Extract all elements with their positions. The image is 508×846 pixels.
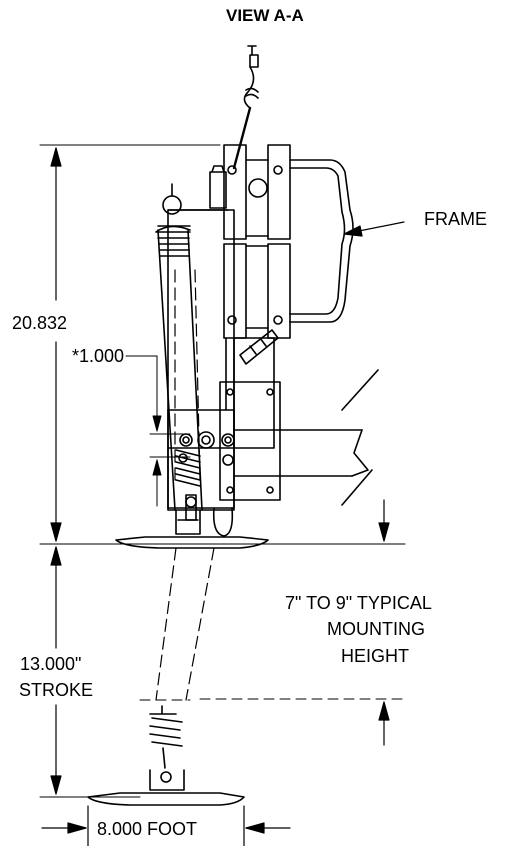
extended-leg bbox=[155, 547, 215, 701]
jack-body bbox=[155, 165, 279, 537]
offset-label: *1.000 bbox=[72, 346, 125, 366]
offset-dimension bbox=[125, 355, 191, 507]
mounting-line-2: MOUNTING bbox=[327, 619, 425, 639]
mounting-line-1: 7" TO 9" TYPICAL bbox=[285, 593, 432, 613]
frame-leader bbox=[343, 221, 405, 237]
mounting-height-arrows bbox=[378, 499, 390, 746]
stroke-dimension bbox=[50, 546, 62, 795]
overall-height-label: 20.832 bbox=[12, 313, 68, 333]
upper-foot-pad bbox=[115, 536, 269, 549]
foot-width-label: 8.000 FOOT bbox=[97, 819, 198, 839]
view-title: VIEW A-A bbox=[226, 6, 304, 25]
stroke-word-label: STROKE bbox=[19, 680, 94, 700]
frame-label: FRAME bbox=[424, 209, 487, 229]
lower-foot bbox=[87, 705, 245, 806]
stroke-value-label: 13.000" bbox=[20, 654, 82, 674]
cable-plug bbox=[232, 45, 259, 170]
mounting-line-3: HEIGHT bbox=[341, 646, 410, 666]
height-dimension bbox=[50, 147, 62, 542]
foot-dimension bbox=[41, 805, 291, 846]
frame-assembly bbox=[219, 144, 379, 506]
